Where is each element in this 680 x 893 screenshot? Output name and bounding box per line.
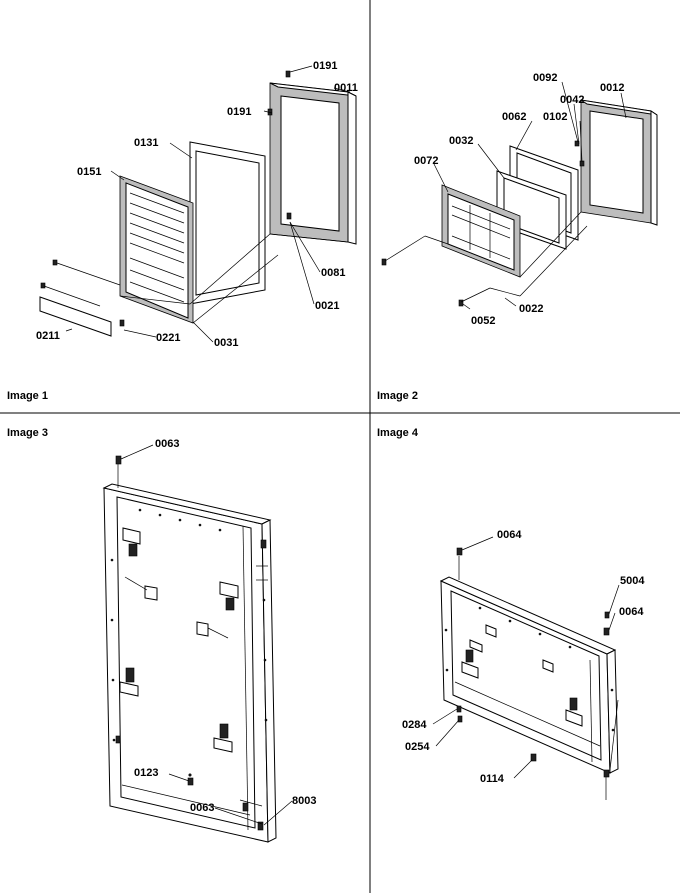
callout-0114: 0114 [480,773,505,785]
callout-0102: 0102 [543,111,567,123]
panel-4: Image 4 [377,427,645,800]
callout-0063-bottom: 0063 [190,802,214,814]
panel-caption-3: Image 3 [7,427,48,439]
panel-caption-4: Image 4 [377,427,419,439]
freezer-door-frame [439,576,619,774]
callout-0042: 0042 [560,94,584,106]
freezer-hardware [381,140,585,307]
panel-2: 0092 0012 0042 0062 0102 0032 0072 0052 … [377,72,658,402]
door-handle [39,296,112,337]
callout-0081: 0081 [321,267,345,279]
callout-0032: 0032 [449,135,473,147]
leaders-2 [433,81,627,310]
callout-0064-top: 0064 [497,529,522,541]
callout-0092: 0092 [533,72,557,84]
hinge-brackets-3 [119,527,239,753]
callout-0254: 0254 [405,741,430,753]
door-outer-panel [269,82,357,245]
callout-0284: 0284 [402,719,427,731]
callout-0062: 0062 [502,111,526,123]
callout-0012: 0012 [600,82,624,94]
assembly-lines-1 [43,233,349,324]
leaders-4 [432,536,620,800]
callout-0211: 0211 [36,330,60,342]
callout-0063-top: 0063 [155,438,179,450]
callout-0123: 0123 [134,767,158,779]
callout-0031: 0031 [214,337,238,349]
callout-0221: 0221 [156,332,180,344]
callout-0191-top: 0191 [313,60,337,72]
door-gasket [189,141,266,305]
callout-0064-right: 0064 [619,606,644,618]
leaders-1 [65,65,351,343]
assembly-lines-2 [384,211,588,303]
callout-0151: 0151 [77,166,101,178]
hinge-brackets-4 [461,624,583,727]
callout-0072: 0072 [414,155,438,167]
freezer-liner [441,184,521,278]
refrigerator-door-frame [102,483,277,843]
callout-0131: 0131 [134,137,158,149]
callout-8003: 8003 [292,795,316,807]
callout-0021: 0021 [315,300,339,312]
callout-0022: 0022 [519,303,543,315]
callout-0011: 0011 [334,82,358,94]
callout-0052: 0052 [471,315,495,327]
hinge-pins [40,70,292,327]
panel-3: Image 3 [7,427,316,843]
leaders-3 [117,444,293,826]
inner-door-liner [119,175,194,324]
freezer-door-panel [580,99,658,226]
fasteners-4 [456,547,610,778]
panel-caption-2: Image 2 [377,390,418,402]
fasteners-3 [115,455,267,831]
panel-caption-1: Image 1 [7,390,48,402]
panel-1: 0191 0011 0191 0131 0151 0081 0021 0211 … [7,60,358,402]
callout-5004: 5004 [620,575,645,587]
callout-0191: 0191 [227,106,251,118]
